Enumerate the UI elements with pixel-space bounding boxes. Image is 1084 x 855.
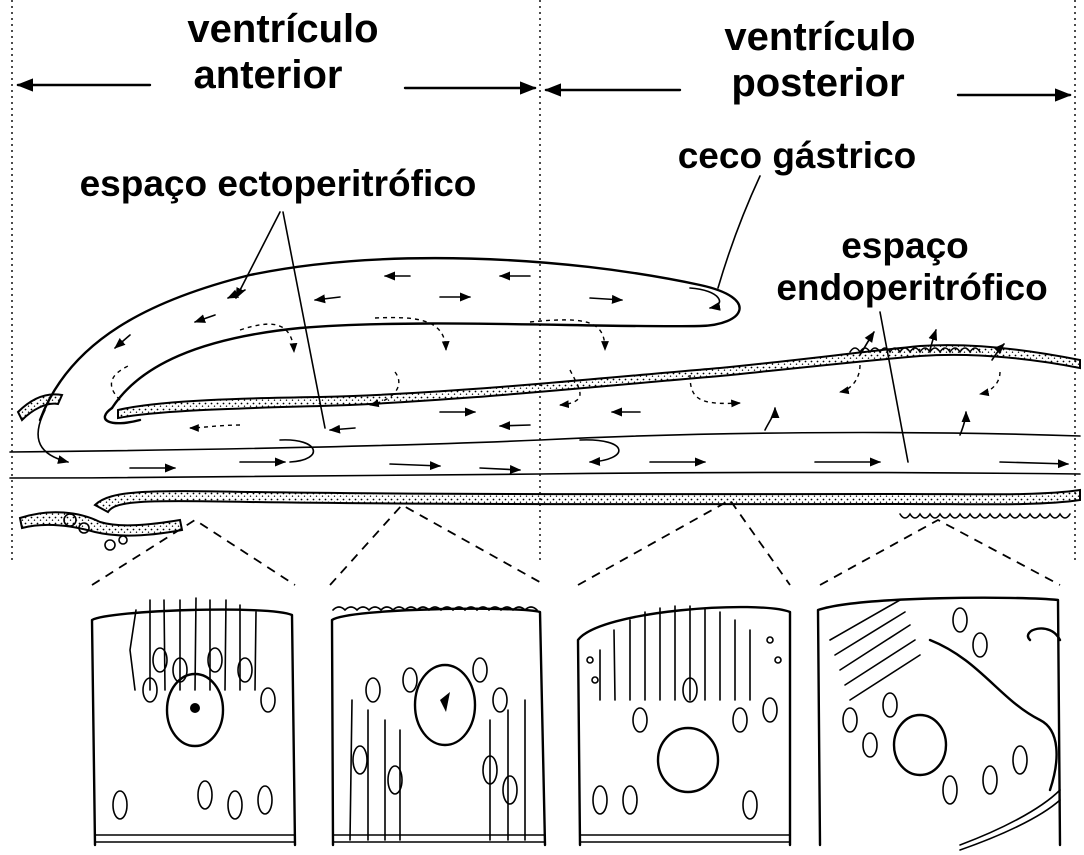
anterior-title-line2: anterior	[194, 53, 343, 97]
cell-bubble-3	[105, 540, 115, 550]
endo-leader	[880, 312, 908, 462]
lower-epithelium	[95, 490, 1080, 512]
cell-panel-2	[332, 607, 545, 845]
peritrophic-membrane-lower	[10, 473, 1080, 479]
cell-panel-1	[92, 598, 295, 845]
anterior-title-line1: ventrículo	[187, 7, 378, 51]
ceco-leader	[718, 176, 760, 288]
panel-projection-lines	[92, 500, 1060, 585]
ecto-leader-1	[236, 212, 280, 298]
posterior-title-line1: ventrículo	[724, 15, 915, 59]
cell-panel-3	[578, 606, 790, 845]
lower-left-fragment	[20, 512, 182, 535]
endoperitrophic-label-line1: espaço	[841, 225, 969, 266]
peritrophic-membrane-upper	[10, 433, 1080, 452]
cell-bubble-4	[119, 536, 127, 544]
ecto-leader-2	[283, 212, 325, 428]
left-wall-fragment	[18, 394, 62, 420]
gastric-cecum-label: ceco gástrico	[678, 135, 917, 176]
recirculation-arrows	[111, 318, 1000, 428]
upper-epithelium	[118, 345, 1080, 418]
ectoperitrophic-label: espaço ectoperitrófico	[80, 163, 477, 204]
endoperitrophic-label-line2: endoperitrófico	[776, 267, 1047, 308]
posterior-title-line2: posterior	[731, 61, 904, 105]
lower-epithelium-bumps-right	[900, 514, 1070, 518]
cell-panel-4	[818, 598, 1060, 850]
